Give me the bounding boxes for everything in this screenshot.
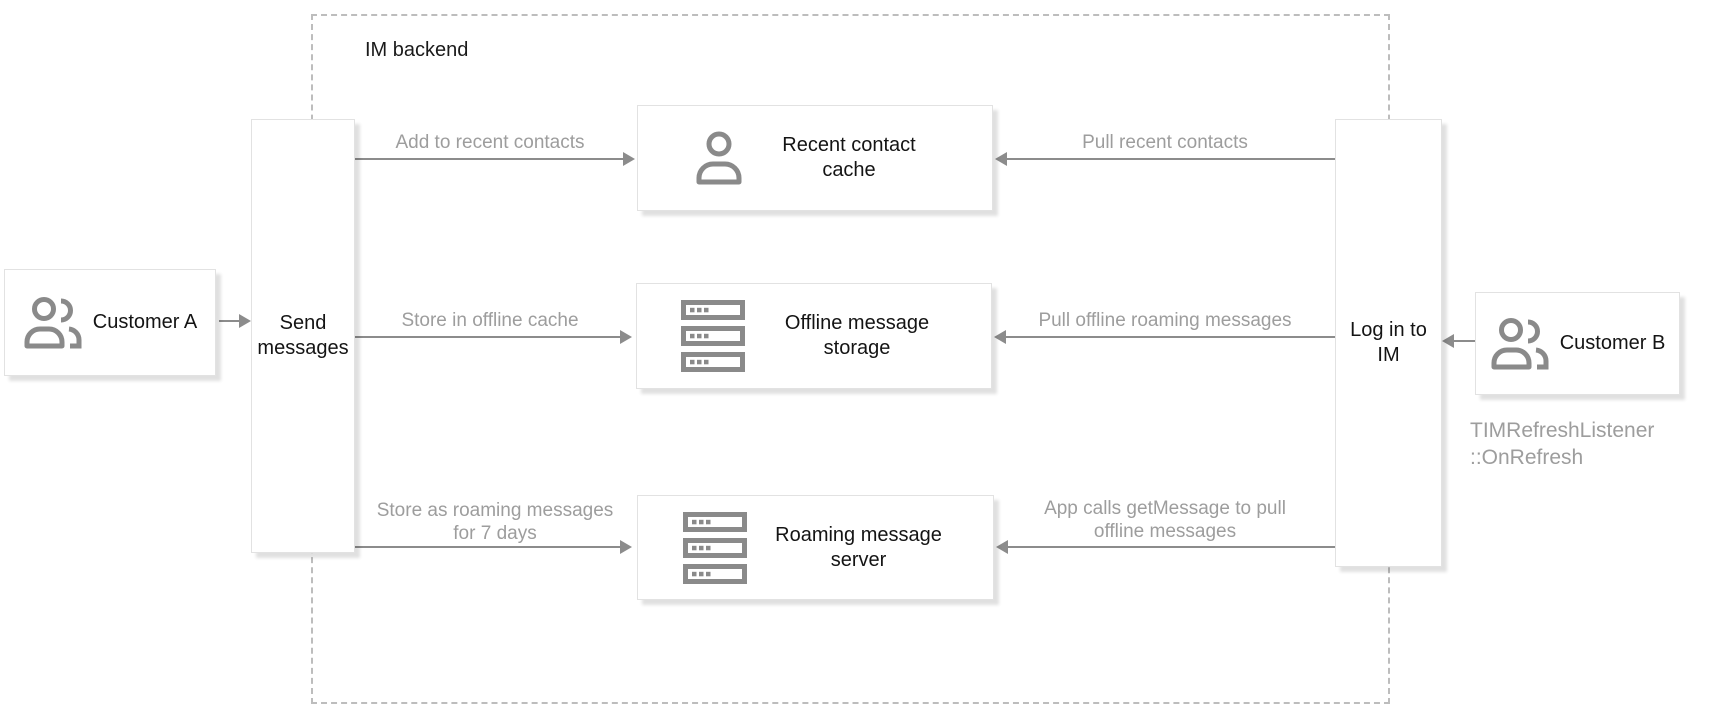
edge-send-to-offline-storage <box>355 336 620 338</box>
edge-send-to-roaming-server <box>355 546 620 548</box>
edge-label-pull-recent: Pull recent contacts <box>1082 132 1248 153</box>
node-log-in-to-im: Log in to IM <box>1335 119 1442 567</box>
node-customer-b: Customer B <box>1475 292 1680 395</box>
node-label-send-messages: Send messages <box>257 312 349 359</box>
annotation-tim-refresh-listener: TIMRefreshListener ::OnRefresh <box>1470 419 1655 469</box>
node-label-offline-message-storage: Offline message storage <box>784 312 930 359</box>
node-label-customer-b: Customer B <box>1559 332 1666 354</box>
edge-label-app-get-message: App calls getMessage to pull offline mes… <box>1044 498 1286 542</box>
arrowhead-left-icon <box>996 540 1008 554</box>
node-recent-contact-cache: Recent contact cache <box>637 105 993 211</box>
node-roaming-message-server: Roaming message server <box>637 495 994 600</box>
im-backend-group-title: IM backend <box>365 39 469 61</box>
arrowhead-right-icon <box>623 152 635 166</box>
arrowhead-right-icon <box>239 314 251 328</box>
node-label-customer-a: Customer A <box>92 311 198 333</box>
person-icon <box>696 131 742 185</box>
node-send-messages: Send messages <box>251 119 355 553</box>
edge-send-to-recent-cache <box>355 158 623 160</box>
edge-label-pull-offline-roaming: Pull offline roaming messages <box>1038 310 1292 331</box>
node-offline-message-storage: Offline message storage <box>636 283 992 389</box>
edge-customer-a-to-send <box>219 320 240 322</box>
arrowhead-left-icon <box>994 330 1006 344</box>
people-icon <box>24 296 82 348</box>
server-icon <box>682 511 747 584</box>
edge-login-to-roaming-server <box>1008 546 1335 548</box>
arrowhead-left-icon <box>995 152 1007 166</box>
node-customer-a: Customer A <box>4 269 216 376</box>
edge-label-store-offline: Store in offline cache <box>401 310 579 331</box>
node-label-recent-contact-cache: Recent contact cache <box>782 134 916 181</box>
server-icon <box>681 300 745 372</box>
arrowhead-right-icon <box>620 330 632 344</box>
arrowhead-right-icon <box>620 540 632 554</box>
node-label-roaming-message-server: Roaming message server <box>775 523 942 571</box>
people-icon <box>1491 317 1549 369</box>
edge-login-to-offline-storage <box>1006 336 1335 338</box>
arrowhead-left-icon <box>1442 334 1454 348</box>
edge-label-store-roaming: Store as roaming messages for 7 days <box>376 500 614 544</box>
edge-label-add-recent: Add to recent contacts <box>395 132 585 153</box>
node-label-log-in-to-im: Log in to IM <box>1350 319 1427 366</box>
edge-customer-b-to-login <box>1454 340 1475 342</box>
edge-login-to-recent-cache <box>1007 158 1335 160</box>
